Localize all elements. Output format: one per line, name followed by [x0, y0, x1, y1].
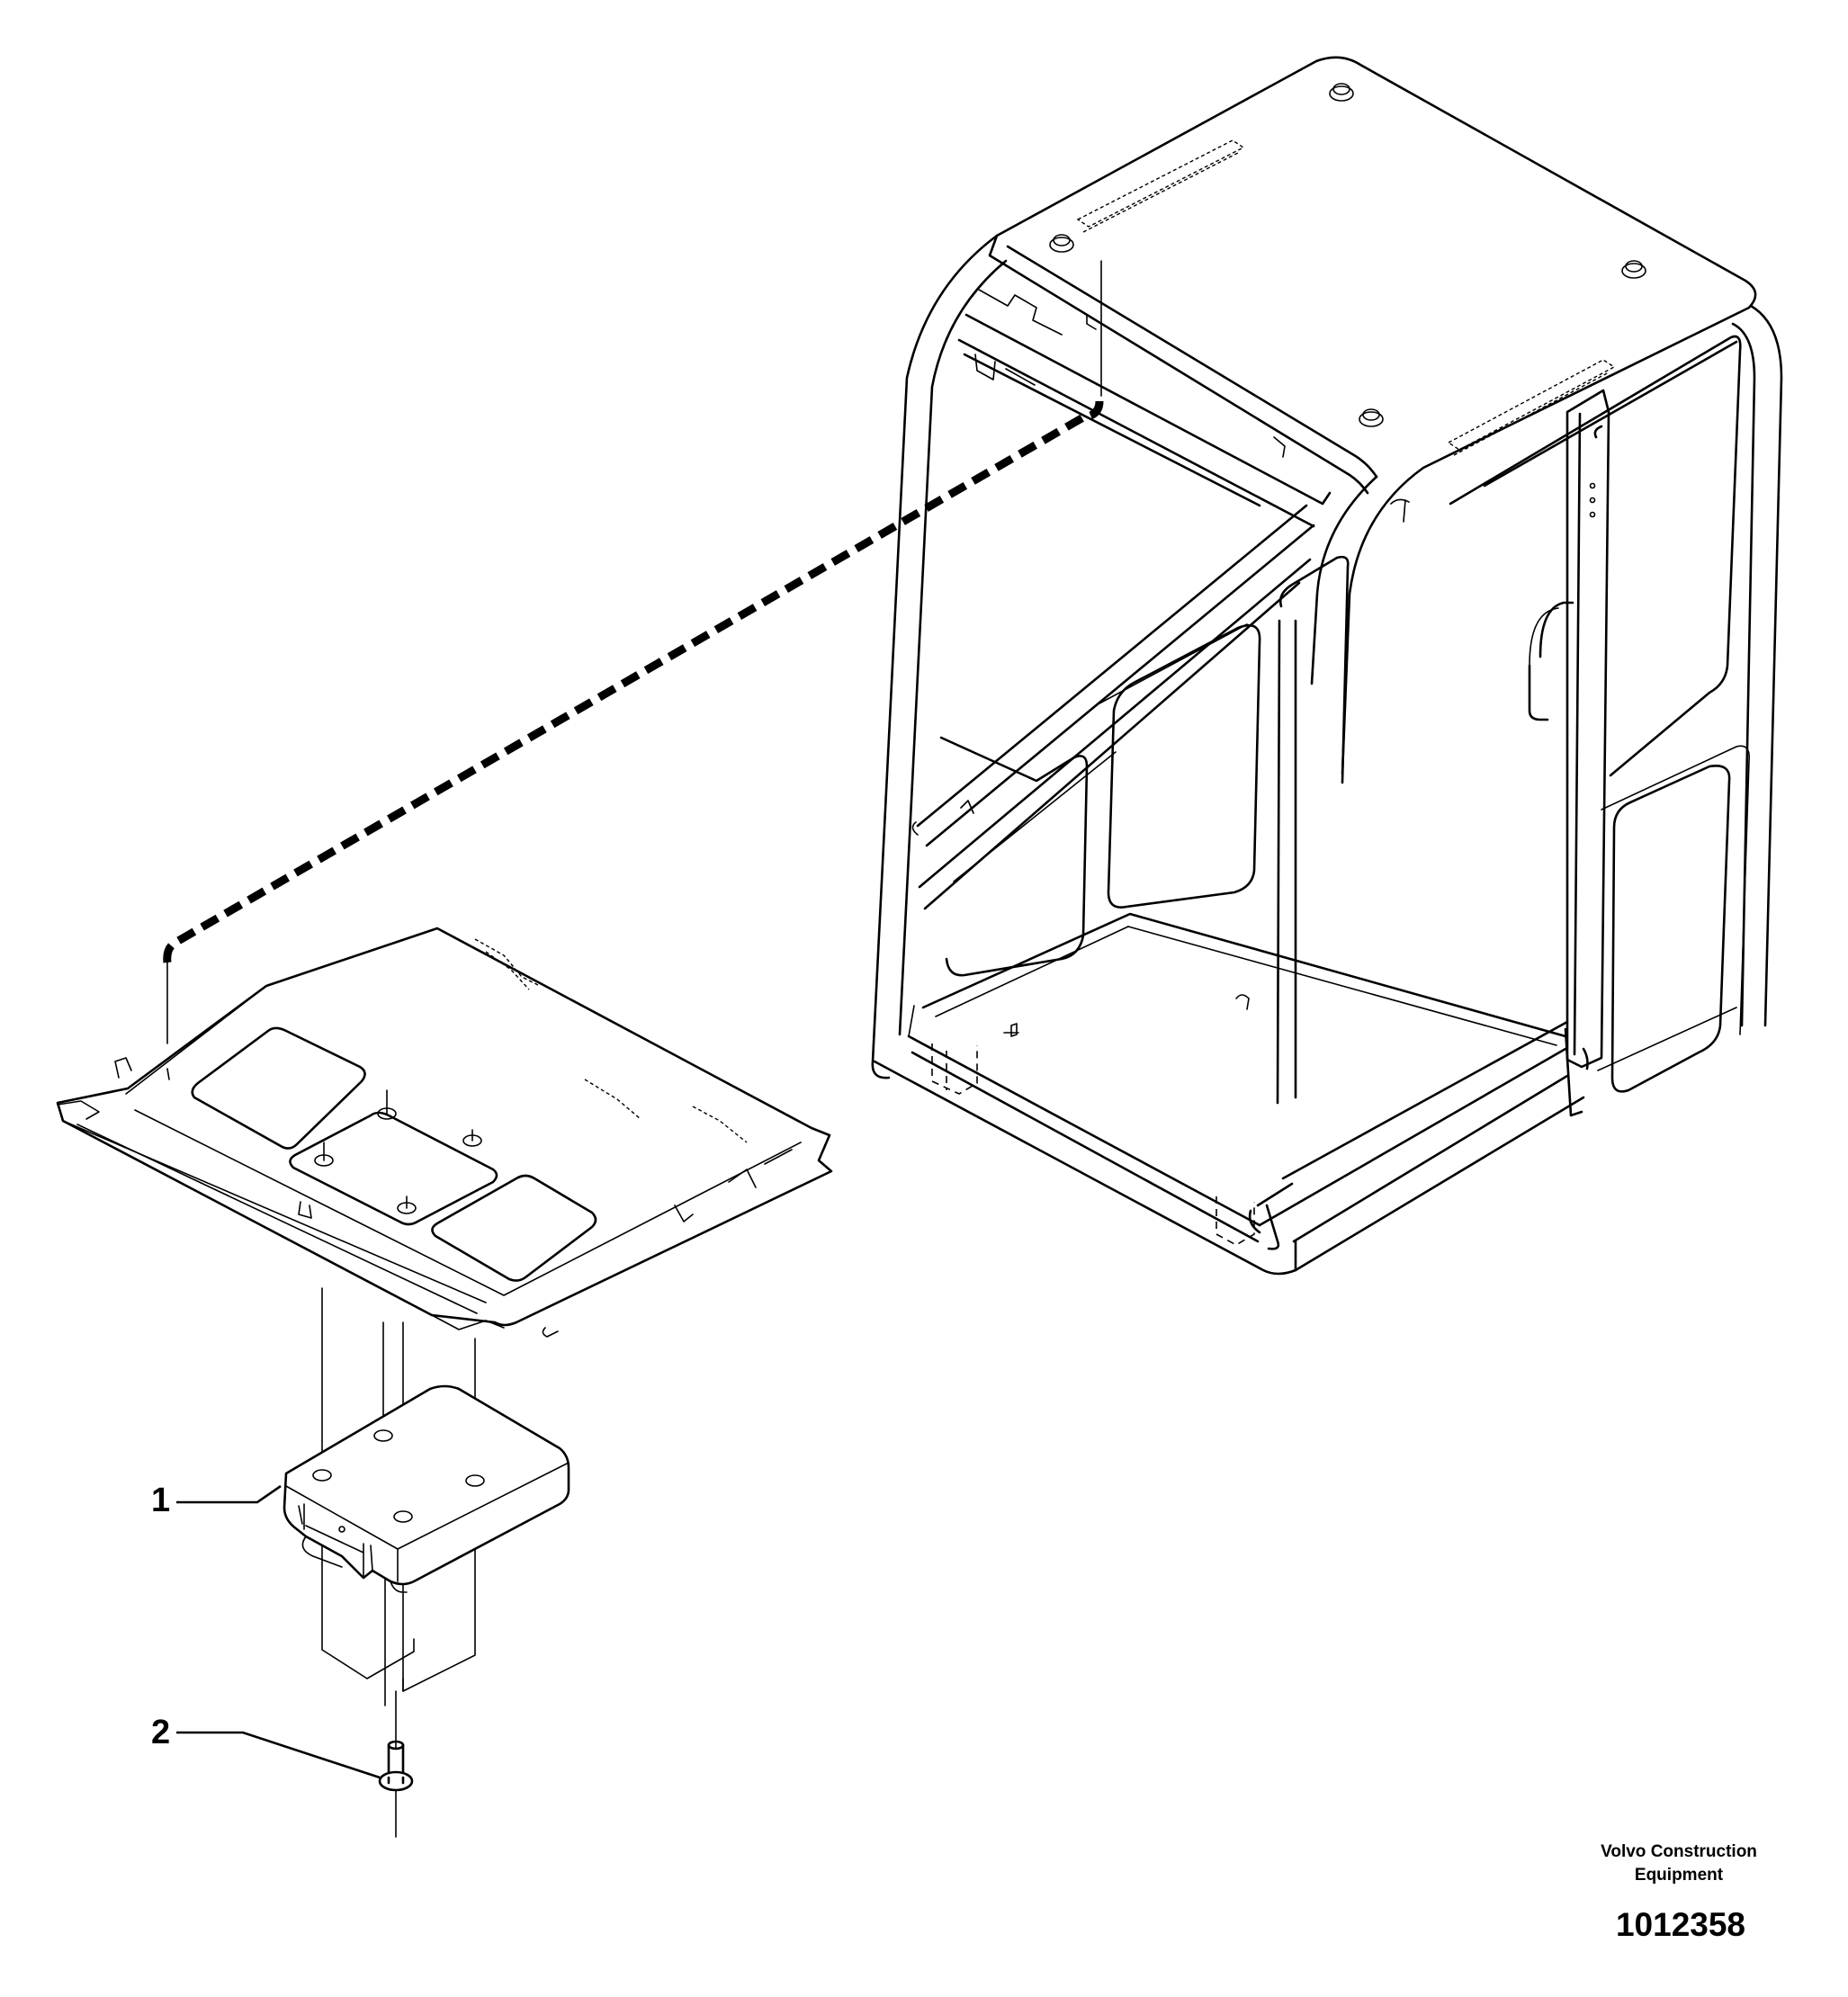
callout-2: 2 — [151, 1714, 381, 1779]
cab-frame — [871, 56, 1783, 1276]
roof-mount-bosses — [1049, 83, 1646, 427]
panel-bolt-holes — [314, 1089, 482, 1214]
callout-2-label: 2 — [151, 1714, 170, 1751]
manufacturer-name: Volvo Construction — [1601, 1842, 1757, 1861]
callout-1: 1 — [151, 1482, 282, 1519]
assembly-routing-line — [163, 260, 1104, 1044]
roof-panel — [56, 927, 833, 1338]
drawing-number: 1012358 — [1616, 1906, 1745, 1943]
control-unit — [283, 1384, 570, 1593]
title-block: Volvo Construction Equipment 1012358 — [1601, 1842, 1757, 1943]
bolt — [378, 1740, 414, 1838]
manufacturer-name-line2: Equipment — [1635, 1866, 1724, 1885]
callout-1-label: 1 — [151, 1482, 170, 1519]
